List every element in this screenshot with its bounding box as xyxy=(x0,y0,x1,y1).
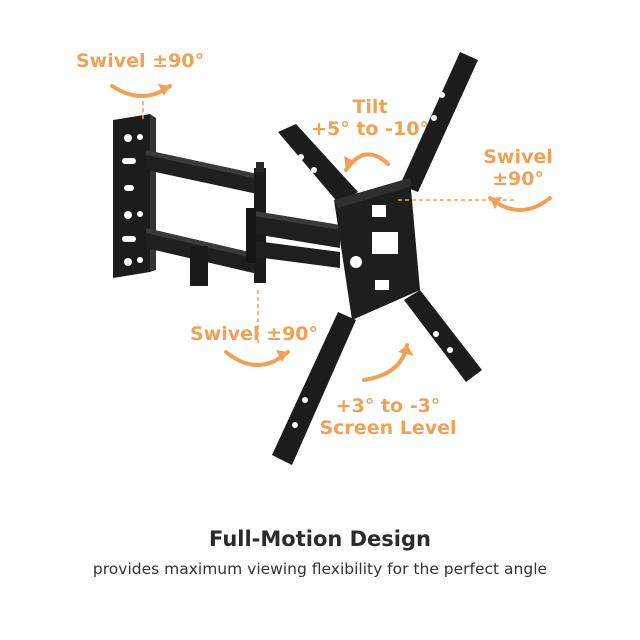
swivel-bottom-label: Swivel ±90° xyxy=(190,323,319,345)
tilt-label-line2: +5° to -10° xyxy=(311,118,429,140)
tilt-arrowhead-icon xyxy=(344,156,356,170)
tilt-label-line1: Tilt xyxy=(352,96,388,118)
screen-level-label: +3° to -3° Screen Level xyxy=(308,395,468,439)
swivel-right-label-line1: Swivel xyxy=(483,146,553,168)
feature-subheading: provides maximum viewing flexibility for… xyxy=(92,560,548,578)
vesa-bracket xyxy=(272,52,482,465)
screen-level-label-line1: +3° to -3° xyxy=(335,395,441,417)
arm-inner xyxy=(146,150,266,286)
swivel-right-label: Swivel ±90° xyxy=(478,146,558,190)
wall-plate xyxy=(113,114,156,278)
swivel-right-arrowhead-icon xyxy=(490,197,502,209)
level-arrowhead-icon xyxy=(398,345,414,356)
screen-level-label-line2: Screen Level xyxy=(319,417,457,439)
swivel-top-arrowhead-icon xyxy=(158,84,170,96)
swivel-bottom-arrowhead-icon xyxy=(276,350,288,362)
arm-outer xyxy=(246,208,340,268)
feature-heading: Full-Motion Design xyxy=(209,527,431,551)
tilt-label: Tilt +5° to -10° xyxy=(310,96,430,140)
swivel-top-label: Swivel ±90° xyxy=(76,50,205,72)
swivel-right-label-line2: ±90° xyxy=(492,168,544,190)
